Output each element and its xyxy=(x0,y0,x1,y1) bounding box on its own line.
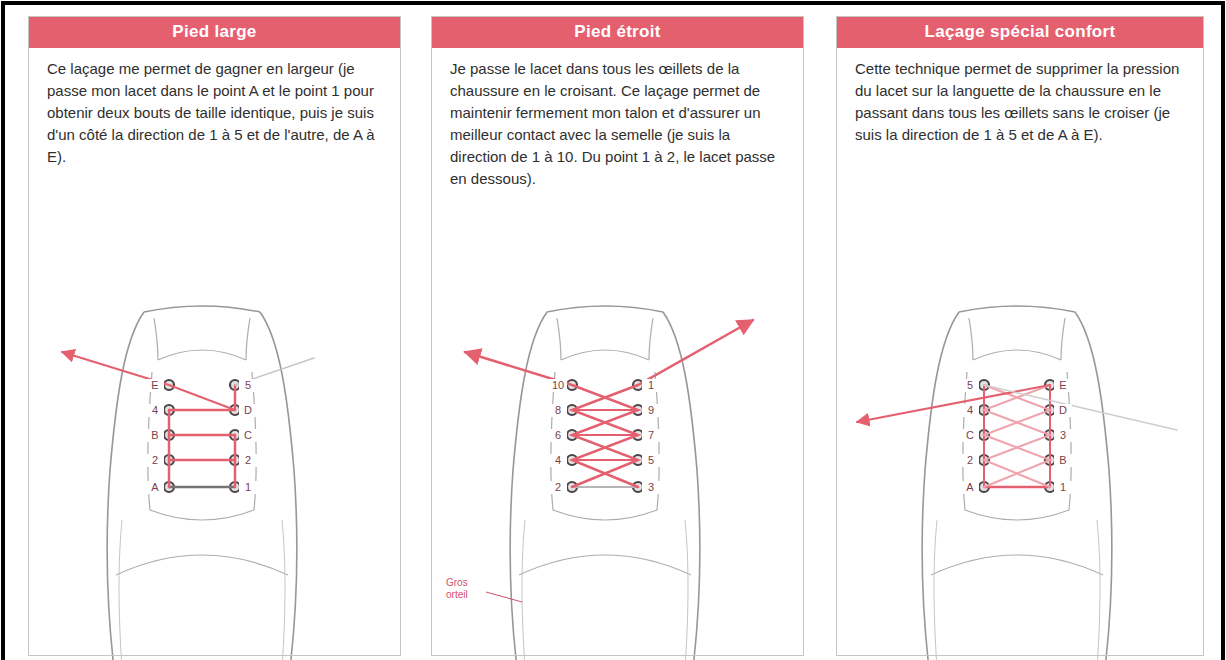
eyelet-label: 5 xyxy=(239,379,257,392)
panel-box: Pied étroitJe passe le lacet dans tous l… xyxy=(431,16,804,656)
panel-ground xyxy=(28,16,401,656)
panel-text: Je passe le lacet dans tous les œillets … xyxy=(432,48,803,190)
eyelet-label: D xyxy=(1054,404,1072,417)
part-label: Gros orteil xyxy=(446,577,482,601)
eyelet-label: 4 xyxy=(961,404,979,417)
eyelet-label: B xyxy=(146,429,164,442)
panel-heading: Pied large xyxy=(29,17,400,48)
panel-ground xyxy=(431,16,804,656)
panel-box: Pied largeCe laçage me permet de gagner … xyxy=(28,16,401,656)
shoe-outline xyxy=(510,306,700,660)
eyelet-label: 1 xyxy=(239,481,257,494)
eyelet-label: 9 xyxy=(642,404,660,417)
eyelet-label: 2 xyxy=(146,454,164,467)
frame xyxy=(3,3,1223,660)
eyelet-label: 10 xyxy=(549,379,567,392)
eyelet-label: 8 xyxy=(549,404,567,417)
panel-heading: Pied étroit xyxy=(432,17,803,48)
eyelet-label: C xyxy=(961,429,979,442)
eyelet-label: C xyxy=(239,429,257,442)
eyelet-label: 1 xyxy=(642,379,660,392)
eyelet-label: 2 xyxy=(239,454,257,467)
lace xyxy=(465,320,753,487)
eyelet-label: A xyxy=(961,481,979,494)
eyelet-label: 3 xyxy=(642,481,660,494)
shoe-outline xyxy=(922,306,1112,660)
shoe-outline xyxy=(107,306,297,660)
panel-text: Ce laçage me permet de gagner en largeur… xyxy=(29,48,400,168)
eyelet-label: 2 xyxy=(549,481,567,494)
eyelet-label: 4 xyxy=(146,404,164,417)
eyelet-label: 7 xyxy=(642,429,660,442)
eyelet-label: E xyxy=(146,379,164,392)
leader-line xyxy=(486,592,522,602)
eyelet-label: 5 xyxy=(961,379,979,392)
eyelet-label: 6 xyxy=(549,429,567,442)
eyelet-label: D xyxy=(239,404,257,417)
eyelet-label: A xyxy=(146,481,164,494)
eyelet-label: B xyxy=(1054,454,1072,467)
eyelet-label: 3 xyxy=(1054,429,1072,442)
eyelet-label: 5 xyxy=(642,454,660,467)
lace xyxy=(857,385,1177,487)
eyelet-label: 1 xyxy=(1054,481,1072,494)
panel-heading: Laçage spécial confort xyxy=(837,17,1203,48)
eyelet-label: E xyxy=(1054,379,1072,392)
eyelet-label: 2 xyxy=(961,454,979,467)
eyelet-label: 4 xyxy=(549,454,567,467)
panel-box: Laçage spécial confortCette technique pe… xyxy=(836,16,1204,656)
panel-ground xyxy=(836,16,1204,656)
lace xyxy=(62,352,314,487)
panel-text: Cette technique permet de supprimer la p… xyxy=(837,48,1203,146)
